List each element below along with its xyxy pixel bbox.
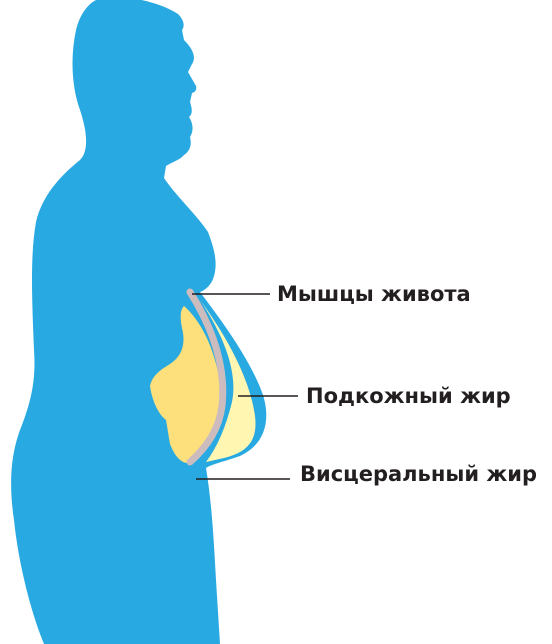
body-silhouette [11, 0, 266, 644]
label-subcutaneous-fat: Подкожный жир [306, 386, 511, 407]
label-visceral-fat: Висцеральный жир [300, 464, 537, 485]
label-abdominal-muscles: Мышцы живота [277, 284, 471, 305]
